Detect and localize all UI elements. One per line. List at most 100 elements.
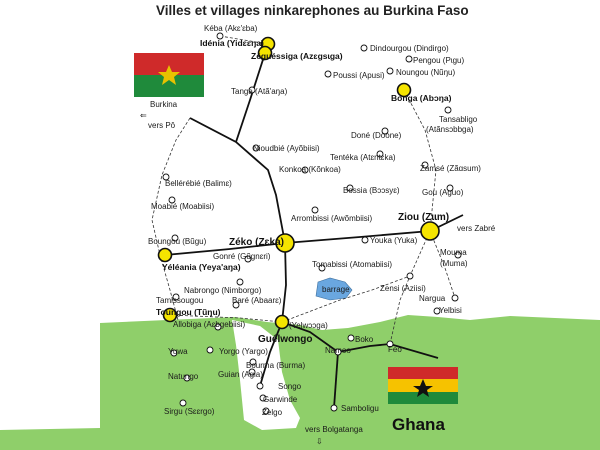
place-bare: Baré (Abaarɛ) — [232, 296, 282, 309]
place-label-dindourgou: Dindourgou (Dindirgo) — [370, 44, 449, 53]
burkina-flag — [134, 53, 204, 97]
town-marker — [396, 82, 412, 98]
village-marker — [451, 294, 459, 302]
place-label-youka: Youka (Yuka) — [370, 236, 418, 245]
place-label-toungou: Toungou (Tũŋu) — [156, 307, 221, 317]
place-label-nargua: Nargua — [419, 294, 446, 303]
place-guelwongo: Guélwongo — [258, 314, 312, 345]
place-label-noungou: Noungou (Nũŋu) — [396, 68, 455, 77]
place-muma: (Muma) — [440, 259, 468, 268]
village-marker — [347, 334, 355, 342]
place-zamse: Zamsé (Zãɑsum) — [420, 161, 481, 173]
place-nargua: Nargua — [419, 294, 459, 303]
place-boungou: Boungou (Bũgu) — [148, 234, 207, 246]
village-marker — [183, 374, 191, 382]
road-zeko-guelwongo — [281, 242, 287, 323]
place-label-zelgo: Zelgo — [262, 408, 283, 417]
place-yuwa: Yuwa — [168, 347, 188, 357]
village-marker — [216, 32, 224, 40]
place-poussi: Poussi (Apusi) — [324, 70, 385, 80]
town-marker — [257, 45, 273, 61]
place-label-nioudbie: Nioudbié (Ayõbiisi) — [253, 144, 320, 153]
village-marker — [171, 234, 179, 242]
road-idenia-zeko — [235, 43, 269, 143]
place-label-bellerebie: Bellérébié (Balimɛ) — [165, 179, 232, 188]
road-boungou-zeko — [164, 242, 286, 256]
village-marker — [376, 150, 384, 158]
village-marker — [232, 301, 240, 309]
place-zensi: Zensi (Aziisi) — [380, 272, 426, 293]
place-youka: Youka (Yuka) — [361, 236, 418, 245]
place-label-tomabissi: Tomabissi (Atomabiisi) — [312, 260, 392, 269]
place-gou: Gou (Aguo) — [422, 184, 464, 197]
place-label-atansobbga: (Atãnsɔbbga) — [426, 125, 474, 134]
village-marker — [248, 368, 256, 376]
place-label-senteka: Tentéka (Atɛntɛka) — [330, 153, 396, 162]
place-label-yeleania: Yéléania (Yeya'aŋa) — [162, 262, 241, 272]
place-namoo: Namoo — [325, 346, 351, 356]
map-title: Villes et villages ninkarephones au Burk… — [156, 3, 469, 18]
village-marker — [346, 184, 354, 192]
track-po-south — [151, 117, 191, 321]
town-marker — [275, 233, 295, 253]
village-marker — [206, 346, 214, 354]
places-layer: Kéba (Akɛ'ɛba)Idénia (Yidɛɛŋa)Zéguéssiga… — [148, 24, 481, 417]
place-songo: Songo — [256, 382, 302, 391]
track-toungou-guelwongo — [169, 314, 283, 323]
place-label-yelwoaga: (Yelwɔɔga) — [289, 321, 328, 330]
down-arrow-icon: ⇩ — [316, 437, 323, 446]
place-label-moabie: Moabié (Moabiisi) — [151, 202, 214, 211]
village-marker — [214, 323, 222, 331]
place-label-samboligu: Samboligu — [341, 404, 379, 413]
place-zelgo: Zelgo — [262, 407, 283, 417]
place-label-natungo: Natungo — [168, 372, 199, 381]
place-label-arrombissi: Arrombissi (Awõmbiisi) — [291, 214, 373, 223]
place-keba: Kéba (Akɛ'ɛba) — [204, 24, 258, 40]
place-label-nabrongo: Nabrongo (Nimborgo) — [184, 286, 262, 295]
village-marker — [405, 55, 413, 63]
village-marker — [433, 307, 441, 315]
village-marker — [311, 206, 319, 214]
place-senteka: Tentéka (Atɛntɛka) — [330, 150, 396, 162]
village-marker — [386, 67, 394, 75]
village-marker — [256, 382, 264, 390]
place-yorgo: Yorgo (Yargo) — [206, 346, 268, 356]
place-allobiga: Allobiga (Aɛbgebiisi) — [173, 320, 245, 331]
village-marker — [259, 394, 267, 402]
place-tansabligo: Tansabligo — [439, 106, 478, 124]
border-zone — [232, 320, 300, 430]
place-yeleania: Yéléania (Yeya'aŋa) — [157, 247, 241, 272]
place-toungou: Toungou (Tũŋu) — [156, 307, 221, 323]
place-label-poussi: Poussi (Apusi) — [333, 71, 385, 80]
place-mouma: Mouma — [440, 248, 467, 259]
place-label-tansabligo: Tansabligo — [439, 115, 478, 124]
village-marker — [248, 86, 256, 94]
place-label-allobiga: Allobiga (Aɛbgebiisi) — [173, 320, 245, 329]
road-namoo-samboligu — [333, 351, 339, 409]
place-atansobbga: (Atãnsɔbbga) — [426, 125, 474, 134]
main-roads — [164, 43, 464, 409]
place-garwinde: Garwinde — [259, 394, 298, 404]
place-yelbisi: Yelbisi — [433, 306, 462, 315]
barrage-lake — [315, 277, 353, 301]
place-label-boungou: Boungou (Bũgu) — [148, 237, 207, 246]
village-marker — [324, 70, 332, 78]
flag-star-icon — [158, 65, 180, 85]
place-label-pengou: Pengou (Pɩgu) — [413, 56, 464, 65]
village-marker — [361, 236, 369, 244]
place-label-boko: Boko — [355, 335, 374, 344]
village-marker — [318, 264, 326, 272]
town-marker — [420, 221, 440, 241]
place-feo: Feo — [386, 340, 402, 354]
place-tomabissi: Tomabissi (Atomabiisi) — [312, 260, 392, 272]
village-marker — [446, 184, 454, 192]
place-label-sirgu: Sirgu (Sɛɛrgo) — [164, 407, 215, 416]
place-boko: Boko — [347, 334, 374, 344]
place-guian: Guian (Agia) — [218, 368, 263, 379]
place-gonre: Gonré (Gũgnɛri) — [213, 252, 271, 263]
place-label-namoo: Namoo — [325, 346, 351, 355]
place-label-guian: Guian (Agia) — [218, 370, 263, 379]
place-label-yelbisi: Yelbisi — [439, 306, 462, 315]
village-marker — [444, 106, 452, 114]
village-marker — [301, 166, 309, 174]
